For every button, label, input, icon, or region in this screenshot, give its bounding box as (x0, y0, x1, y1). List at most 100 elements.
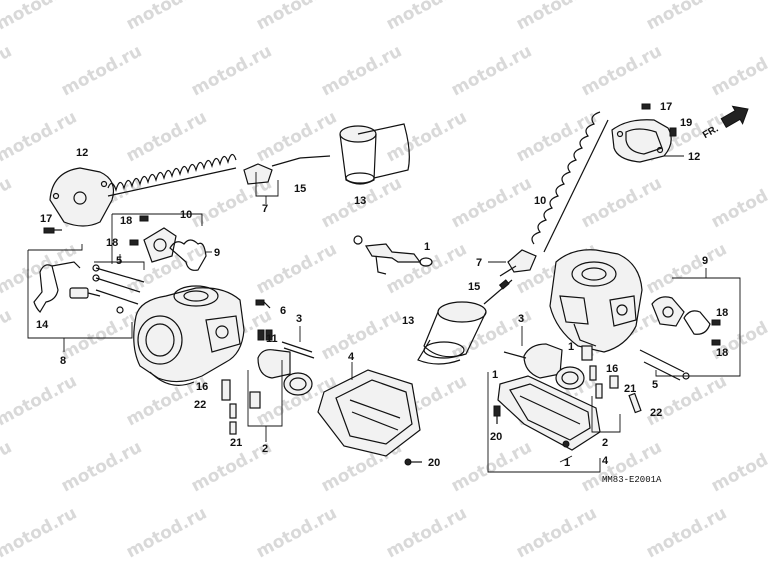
callout-left-7: 7 (262, 203, 268, 215)
right-jets (581, 345, 642, 414)
watermark-text: motod.ru (643, 503, 730, 562)
right-jet-needle (499, 249, 537, 277)
callout-right-12: 12 (688, 151, 700, 163)
callout-left-9: 9 (214, 247, 220, 259)
watermark-text: motod.ru (0, 173, 15, 232)
callout-labels: 12 17 10 18 18 9 7 15 13 5 14 8 6 3 11 4… (36, 101, 728, 469)
watermark-text: motod.ru (383, 107, 470, 166)
right-float (503, 343, 585, 390)
watermark-text: motod.ru (58, 41, 145, 100)
callout-right-9: 9 (702, 255, 708, 267)
callout-left-20: 20 (428, 457, 440, 469)
callout-left-10: 10 (180, 209, 192, 221)
watermark-text: motod.ru (513, 0, 600, 34)
callout-right-21: 21 (624, 383, 636, 395)
callout-right-19: 19 (680, 117, 692, 129)
callout-right-20: 20 (490, 431, 502, 443)
callout-left-4: 4 (348, 351, 355, 363)
watermark-text: motod.ru (123, 0, 210, 34)
right-needle-15 (483, 279, 513, 305)
watermark-text: motod.ru (0, 371, 80, 430)
callout-right-5: 5 (652, 379, 658, 391)
watermark-text: motod.ru (0, 305, 15, 364)
callout-left-17: 17 (40, 213, 52, 225)
callout-right-17: 17 (660, 101, 672, 113)
watermark-text: motod.ru (643, 0, 730, 34)
left-screw-6 (255, 299, 271, 309)
watermark-text: motod.ru (318, 305, 405, 364)
watermark-text: motod.ru (123, 107, 210, 166)
callout-right-15: 15 (468, 281, 480, 293)
callout-left-11: 11 (266, 333, 278, 345)
left-vacuum-piston (339, 123, 410, 185)
watermark-text: motod.ru (448, 173, 535, 232)
callout-right-22: 22 (650, 407, 662, 419)
left-small-parts-11 (257, 329, 273, 341)
callout-right-2: 2 (602, 437, 608, 449)
callout-left-5: 5 (116, 255, 122, 267)
left-carburetor-body (133, 285, 245, 386)
callout-right-18b: 18 (716, 347, 728, 359)
callout-right-1a: 1 (568, 341, 574, 353)
watermark-text: motod.ru (188, 41, 275, 100)
watermark-text: motod.ru (0, 0, 80, 34)
callout-right-13: 13 (402, 315, 414, 327)
watermark-text: motod.ru (708, 173, 768, 232)
watermark-text: motod.ru (123, 503, 210, 562)
watermark-text: motod.ru (578, 437, 665, 496)
watermark-text: motod.ru (448, 437, 535, 496)
callout-right-1c: 1 (492, 369, 498, 381)
left-float-ring (283, 372, 313, 396)
callout-left-21: 21 (230, 437, 242, 449)
callout-left-22: 22 (194, 399, 206, 411)
callout-left-8: 8 (60, 355, 66, 367)
watermark-text: motod.ru (0, 503, 80, 562)
watermark-text: motod.ru (578, 41, 665, 100)
right-vacuum-piston (417, 301, 487, 365)
left-spring (107, 153, 237, 197)
right-float-bowl (497, 375, 601, 451)
callout-right-16: 16 (606, 363, 618, 375)
watermark-text: motod.ru (0, 41, 15, 100)
watermark-text: motod.ru (383, 0, 470, 34)
callout-right-3: 3 (518, 313, 524, 325)
callout-left-3: 3 (296, 313, 302, 325)
watermark-text: motod.ru (58, 437, 145, 496)
watermark-text: motod.ru (448, 41, 535, 100)
callout-left-14: 14 (36, 319, 49, 331)
watermark-text: motod.ru (383, 503, 470, 562)
watermark-text: motod.ru (0, 239, 80, 298)
callout-left-12: 12 (76, 147, 88, 159)
right-assembly (417, 103, 721, 451)
watermark-text: motod.ru (253, 239, 340, 298)
right-screws-5 (639, 349, 690, 381)
callout-right-4: 4 (602, 455, 609, 467)
left-top-cover (49, 167, 115, 227)
callout-left-16: 16 (196, 381, 208, 393)
callout-right-7: 7 (476, 257, 482, 269)
left-screws-5 (92, 264, 145, 314)
callout-center-1: 1 (424, 241, 430, 253)
watermark-text: motod.ru (253, 0, 340, 34)
watermark-text: motod.ru (318, 41, 405, 100)
right-screw-20 (493, 405, 501, 424)
leader-lines (27, 155, 741, 473)
watermark-text: motod.ru (253, 503, 340, 562)
callout-right-1b: 1 (564, 457, 570, 469)
left-screw-17 (43, 227, 62, 234)
watermark-text: motod.ru (513, 503, 600, 562)
right-screws-18 (711, 319, 721, 346)
right-carburetor-body (549, 249, 643, 353)
left-assembly (33, 123, 422, 466)
watermark-text: motod.ru (708, 41, 768, 100)
callout-left-18a: 18 (120, 215, 132, 227)
watermark-text: motod.ru (0, 437, 15, 496)
right-spring (531, 111, 609, 253)
watermark-text: motod.ru (253, 107, 340, 166)
callout-left-15: 15 (294, 183, 306, 195)
callout-left-13: 13 (354, 195, 366, 207)
callout-right-10: 10 (534, 195, 546, 207)
callout-right-18a: 18 (716, 307, 728, 319)
watermark-text: motod.ru (578, 173, 665, 232)
